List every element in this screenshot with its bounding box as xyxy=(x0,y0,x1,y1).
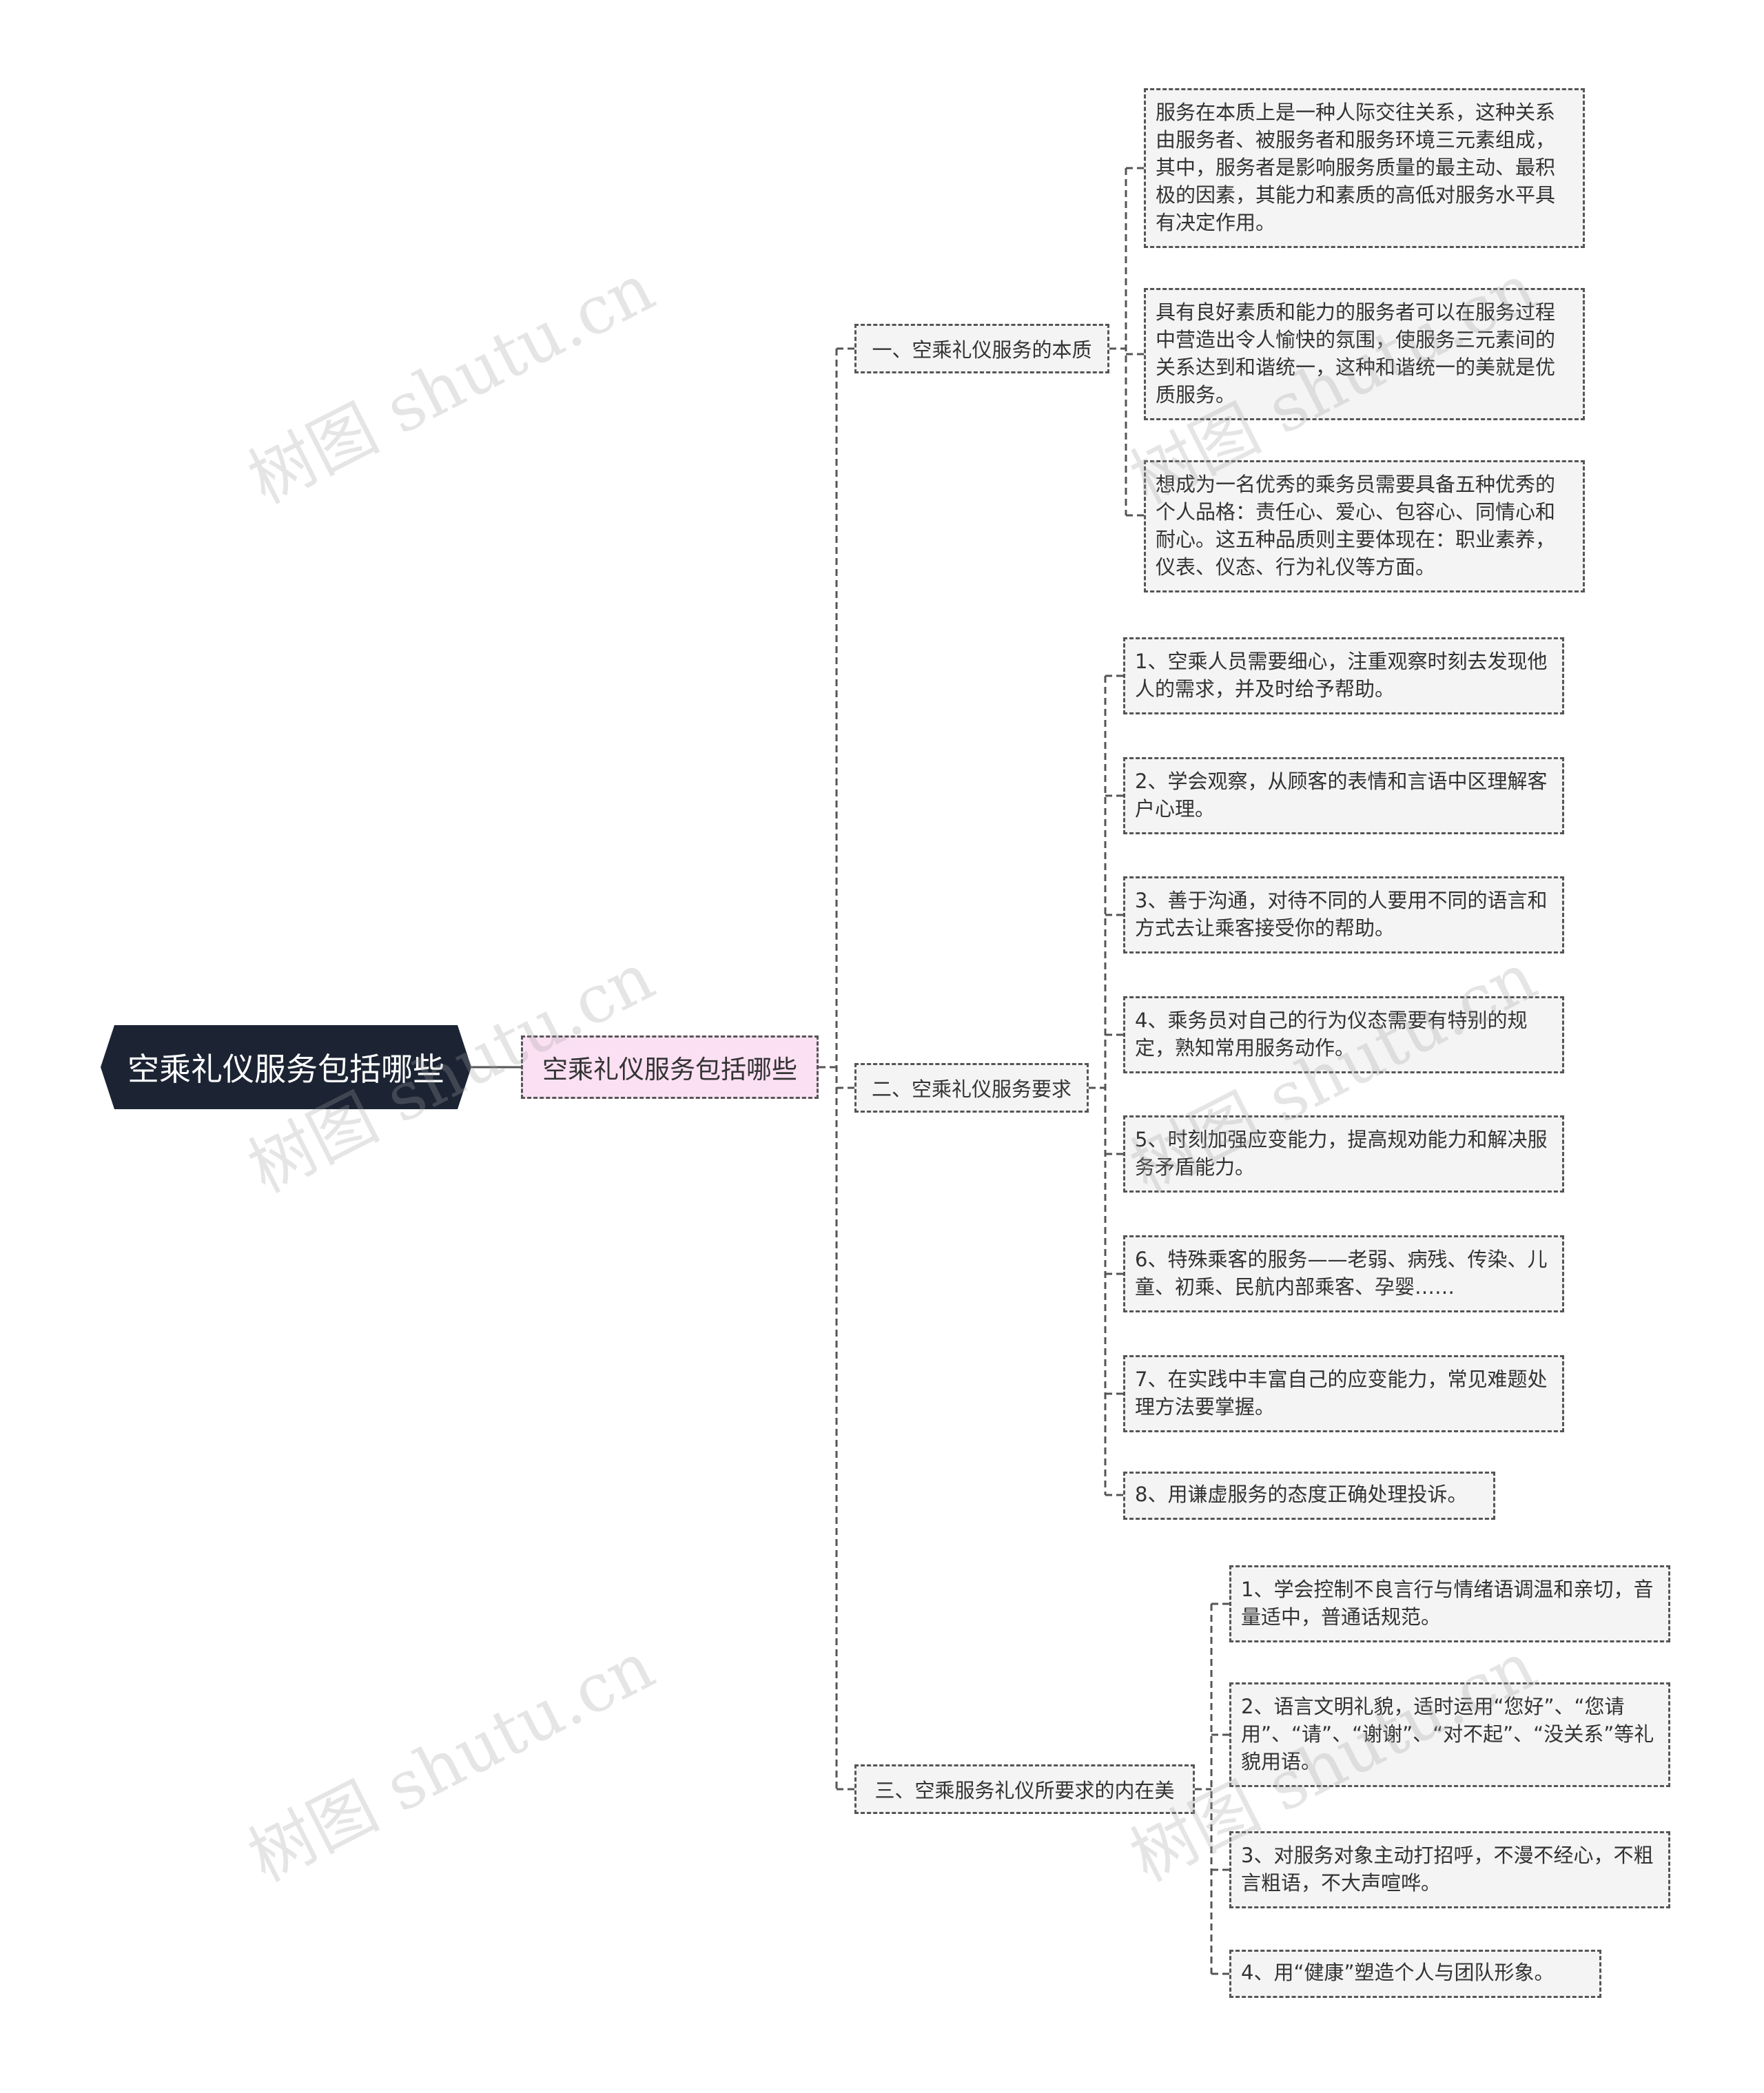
root-topic-label: 空乘礼仪服务包括哪些 xyxy=(127,1051,444,1088)
leaf-node[interactable]: 7、在实践中丰富自己的应变能力，常见难题处理方法要掌握。 xyxy=(1123,1355,1564,1432)
central-topic-label: 空乘礼仪服务包括哪些 xyxy=(542,1055,797,1084)
branch-inner-beauty[interactable]: 三、空乘服务礼仪所要求的内在美 xyxy=(854,1764,1195,1814)
leaf-text: 具有良好素质和能力的服务者可以在服务过程中营造出令人愉快的氛围，使服务三元素间的… xyxy=(1156,300,1556,406)
leaf-text: 5、时刻加强应变能力，提高规劝能力和解决服务矛盾能力。 xyxy=(1135,1128,1548,1179)
central-topic[interactable]: 空乘礼仪服务包括哪些 xyxy=(521,1035,819,1099)
branch-label: 三、空乘服务礼仪所要求的内在美 xyxy=(874,1779,1175,1802)
leaf-text: 6、特殊乘客的服务——老弱、病残、传染、儿童、初乘、民航内部乘客、孕婴…… xyxy=(1135,1248,1548,1299)
leaf-node[interactable]: 3、善于沟通，对待不同的人要用不同的语言和方式去让乘客接受你的帮助。 xyxy=(1123,876,1564,953)
leaf-text: 4、乘务员对自己的行为仪态需要有特别的规定，熟知常用服务动作。 xyxy=(1135,1009,1528,1060)
leaf-node[interactable]: 2、学会观察，从顾客的表情和言语中区理解客户心理。 xyxy=(1123,757,1564,834)
leaf-text: 3、善于沟通，对待不同的人要用不同的语言和方式去让乘客接受你的帮助。 xyxy=(1135,889,1548,940)
leaf-text: 3、对服务对象主动打招呼，不漫不经心，不粗言粗语，不大声喧哗。 xyxy=(1241,1844,1654,1895)
branch-label: 一、空乘礼仪服务的本质 xyxy=(872,338,1092,362)
leaf-node[interactable]: 2、语言文明礼貌，适时运用“您好”、“您请用”、“请”、“谢谢”、“对不起”、“… xyxy=(1229,1682,1670,1787)
leaf-node[interactable]: 1、空乘人员需要细心，注重观察时刻去发现他人的需求，并及时给予帮助。 xyxy=(1123,637,1564,714)
leaf-text: 4、用“健康”塑造个人与团队形象。 xyxy=(1241,1961,1555,1984)
leaf-node[interactable]: 服务在本质上是一种人际交往关系，这种关系由服务者、被服务者和服务环境三元素组成，… xyxy=(1144,88,1585,248)
leaf-node[interactable]: 具有良好素质和能力的服务者可以在服务过程中营造出令人愉快的氛围，使服务三元素间的… xyxy=(1144,288,1585,420)
leaf-node[interactable]: 8、用谦虚服务的态度正确处理投诉。 xyxy=(1123,1472,1495,1520)
leaf-node[interactable]: 5、时刻加强应变能力，提高规劝能力和解决服务矛盾能力。 xyxy=(1123,1115,1564,1193)
leaf-text: 2、学会观察，从顾客的表情和言语中区理解客户心理。 xyxy=(1135,770,1548,821)
branch-requirements[interactable]: 二、空乘礼仪服务要求 xyxy=(854,1063,1089,1113)
leaf-node[interactable]: 6、特殊乘客的服务——老弱、病残、传染、儿童、初乘、民航内部乘客、孕婴…… xyxy=(1123,1235,1564,1312)
root-topic[interactable]: 空乘礼仪服务包括哪些 xyxy=(101,1025,471,1109)
leaf-node[interactable]: 想成为一名优秀的乘务员需要具备五种优秀的个人品格：责任心、爱心、包容心、同情心和… xyxy=(1144,460,1585,592)
leaf-text: 想成为一名优秀的乘务员需要具备五种优秀的个人品格：责任心、爱心、包容心、同情心和… xyxy=(1156,473,1556,579)
branch-label: 二、空乘礼仪服务要求 xyxy=(871,1078,1071,1101)
leaf-node[interactable]: 4、乘务员对自己的行为仪态需要有特别的规定，熟知常用服务动作。 xyxy=(1123,996,1564,1073)
leaf-text: 服务在本质上是一种人际交往关系，这种关系由服务者、被服务者和服务环境三元素组成，… xyxy=(1156,101,1556,234)
leaf-text: 8、用谦虚服务的态度正确处理投诉。 xyxy=(1135,1483,1468,1506)
leaf-node[interactable]: 4、用“健康”塑造个人与团队形象。 xyxy=(1229,1950,1601,1998)
leaf-text: 1、空乘人员需要细心，注重观察时刻去发现他人的需求，并及时给予帮助。 xyxy=(1135,650,1548,701)
leaf-text: 2、语言文明礼貌，适时运用“您好”、“您请用”、“请”、“谢谢”、“对不起”、“… xyxy=(1241,1695,1654,1773)
leaf-text: 7、在实践中丰富自己的应变能力，常见难题处理方法要掌握。 xyxy=(1135,1368,1548,1419)
leaf-node[interactable]: 3、对服务对象主动打招呼，不漫不经心，不粗言粗语，不大声喧哗。 xyxy=(1229,1831,1670,1908)
leaf-node[interactable]: 1、学会控制不良言行与情绪语调温和亲切，音量适中，普通话规范。 xyxy=(1229,1565,1670,1642)
branch-essence[interactable]: 一、空乘礼仪服务的本质 xyxy=(854,324,1109,373)
leaf-text: 1、学会控制不良言行与情绪语调温和亲切，音量适中，普通话规范。 xyxy=(1241,1578,1654,1629)
